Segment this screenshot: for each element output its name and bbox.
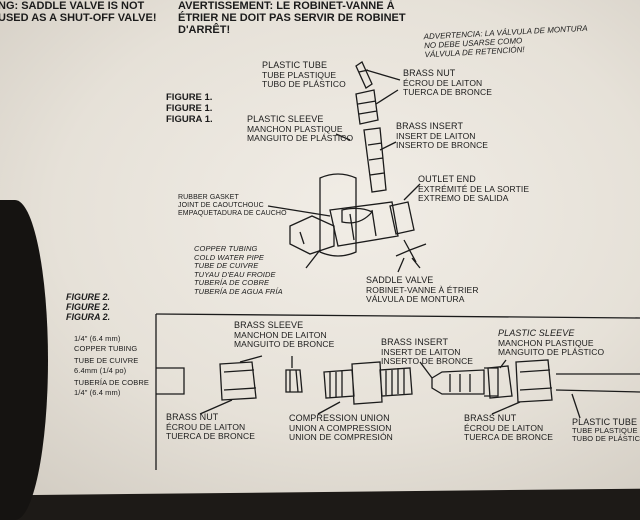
fig2-plastic-sleeve-drawing	[487, 365, 513, 399]
installation-diagram	[0, 0, 640, 480]
fig1-plastic-tube-drawing	[355, 61, 373, 89]
fig1-brass-insert-drawing	[363, 127, 387, 193]
warning-french: AVERTISSEMENT: LE ROBINET-VANNE À ÉTRIER…	[178, 0, 406, 36]
fig2-brass-insert-label: BRASS INSERT INSERT DE LAITON INSERTO DE…	[381, 337, 474, 366]
fig2-brass-insert-drawing	[431, 367, 499, 397]
fig1-outlet-end-label: OUTLET END EXTRÉMITÉ DE LA SORTIE EXTREM…	[418, 174, 530, 203]
fig2-leader-lines	[199, 355, 581, 419]
fig1-copper-pipe-drawing	[289, 215, 335, 255]
fig1-plastic-tube-label: PLASTIC TUBE TUBE PLASTIQUE TUBO DE PLÁS…	[262, 60, 346, 89]
fig2-brass-nut-right-drawing	[515, 359, 553, 403]
fig1-saddle-clamp-drawing	[319, 173, 357, 257]
fig1-valve-handle-drawing	[395, 239, 427, 269]
fig2-plastic-tube-drawing	[555, 373, 640, 393]
fig2-brass-nut-right-label: BRASS NUT ÉCROU DE LAITON TUERCA DE BRON…	[464, 413, 553, 442]
fig2-plastic-sleeve-label: PLASTIC SLEEVE MANCHON PLASTIQUE MANGUIT…	[498, 328, 605, 357]
fig1-rubber-gasket-label: RUBBER GASKET JOINT DE CAOUTCHOUC EMPAQU…	[178, 194, 287, 217]
fig1-copper-tubing-label: COPPER TUBING COLD WATER PIPE TUBE DE CU…	[194, 244, 283, 296]
fig1-brass-insert-label: BRASS INSERT INSERT DE LAITON INSERTO DE…	[396, 121, 489, 150]
fig2-copper-tube-drawing	[156, 367, 185, 395]
fig1-leader-lines	[335, 69, 421, 201]
fig1-outlet-fitting-drawing	[389, 201, 415, 235]
fig2-copper-tubing-label: 1/4" (6.4 mm) COPPER TUBING TUBE DE CUIV…	[74, 334, 149, 397]
fig1-leader-lines-lower	[267, 205, 405, 273]
fig1-saddle-valve-label: SADDLE VALVE ROBINET-VANNE À ÉTRIER VÁLV…	[366, 275, 479, 304]
fig2-brass-sleeve-label: BRASS SLEEVE MANCHON DE LAITON MANGUITO …	[234, 320, 335, 349]
fig2-plastic-tube-label: PLASTIC TUBE TUBE PLASTIQUE TUBO DE PLÁS…	[572, 417, 640, 443]
fig1-valve-body-drawing	[329, 201, 399, 247]
figure1-label: FIGURE 1. FIGURE 1. FIGURA 1.	[166, 92, 213, 125]
fig2-divider-line	[155, 313, 640, 319]
fig1-plastic-sleeve-label: PLASTIC SLEEVE MANCHON PLASTIQUE MANGUIT…	[247, 114, 354, 143]
fig2-compression-union-label: COMPRESSION UNION UNION A COMPRESSION UN…	[289, 413, 393, 442]
fig2-compression-union-drawing	[323, 361, 413, 405]
fig1-brass-nut-drawing	[355, 89, 379, 125]
figure2-label: FIGURE 2. FIGURE 2. FIGURA 2.	[66, 292, 111, 322]
fig2-brass-nut-left-label: BRASS NUT ÉCROU DE LAITON TUERCA DE BRON…	[166, 412, 255, 441]
fig2-brass-nut-left-drawing	[219, 361, 257, 401]
warning-english: NG: SADDLE VALVE IS NOT USED AS A SHUT-O…	[0, 0, 157, 24]
fig1-gasket-drawing	[341, 207, 374, 224]
fig2-brass-sleeve-drawing	[285, 369, 303, 393]
fig1-brass-nut-label: BRASS NUT ÉCROU DE LAITON TUERCA DE BRON…	[403, 68, 492, 97]
